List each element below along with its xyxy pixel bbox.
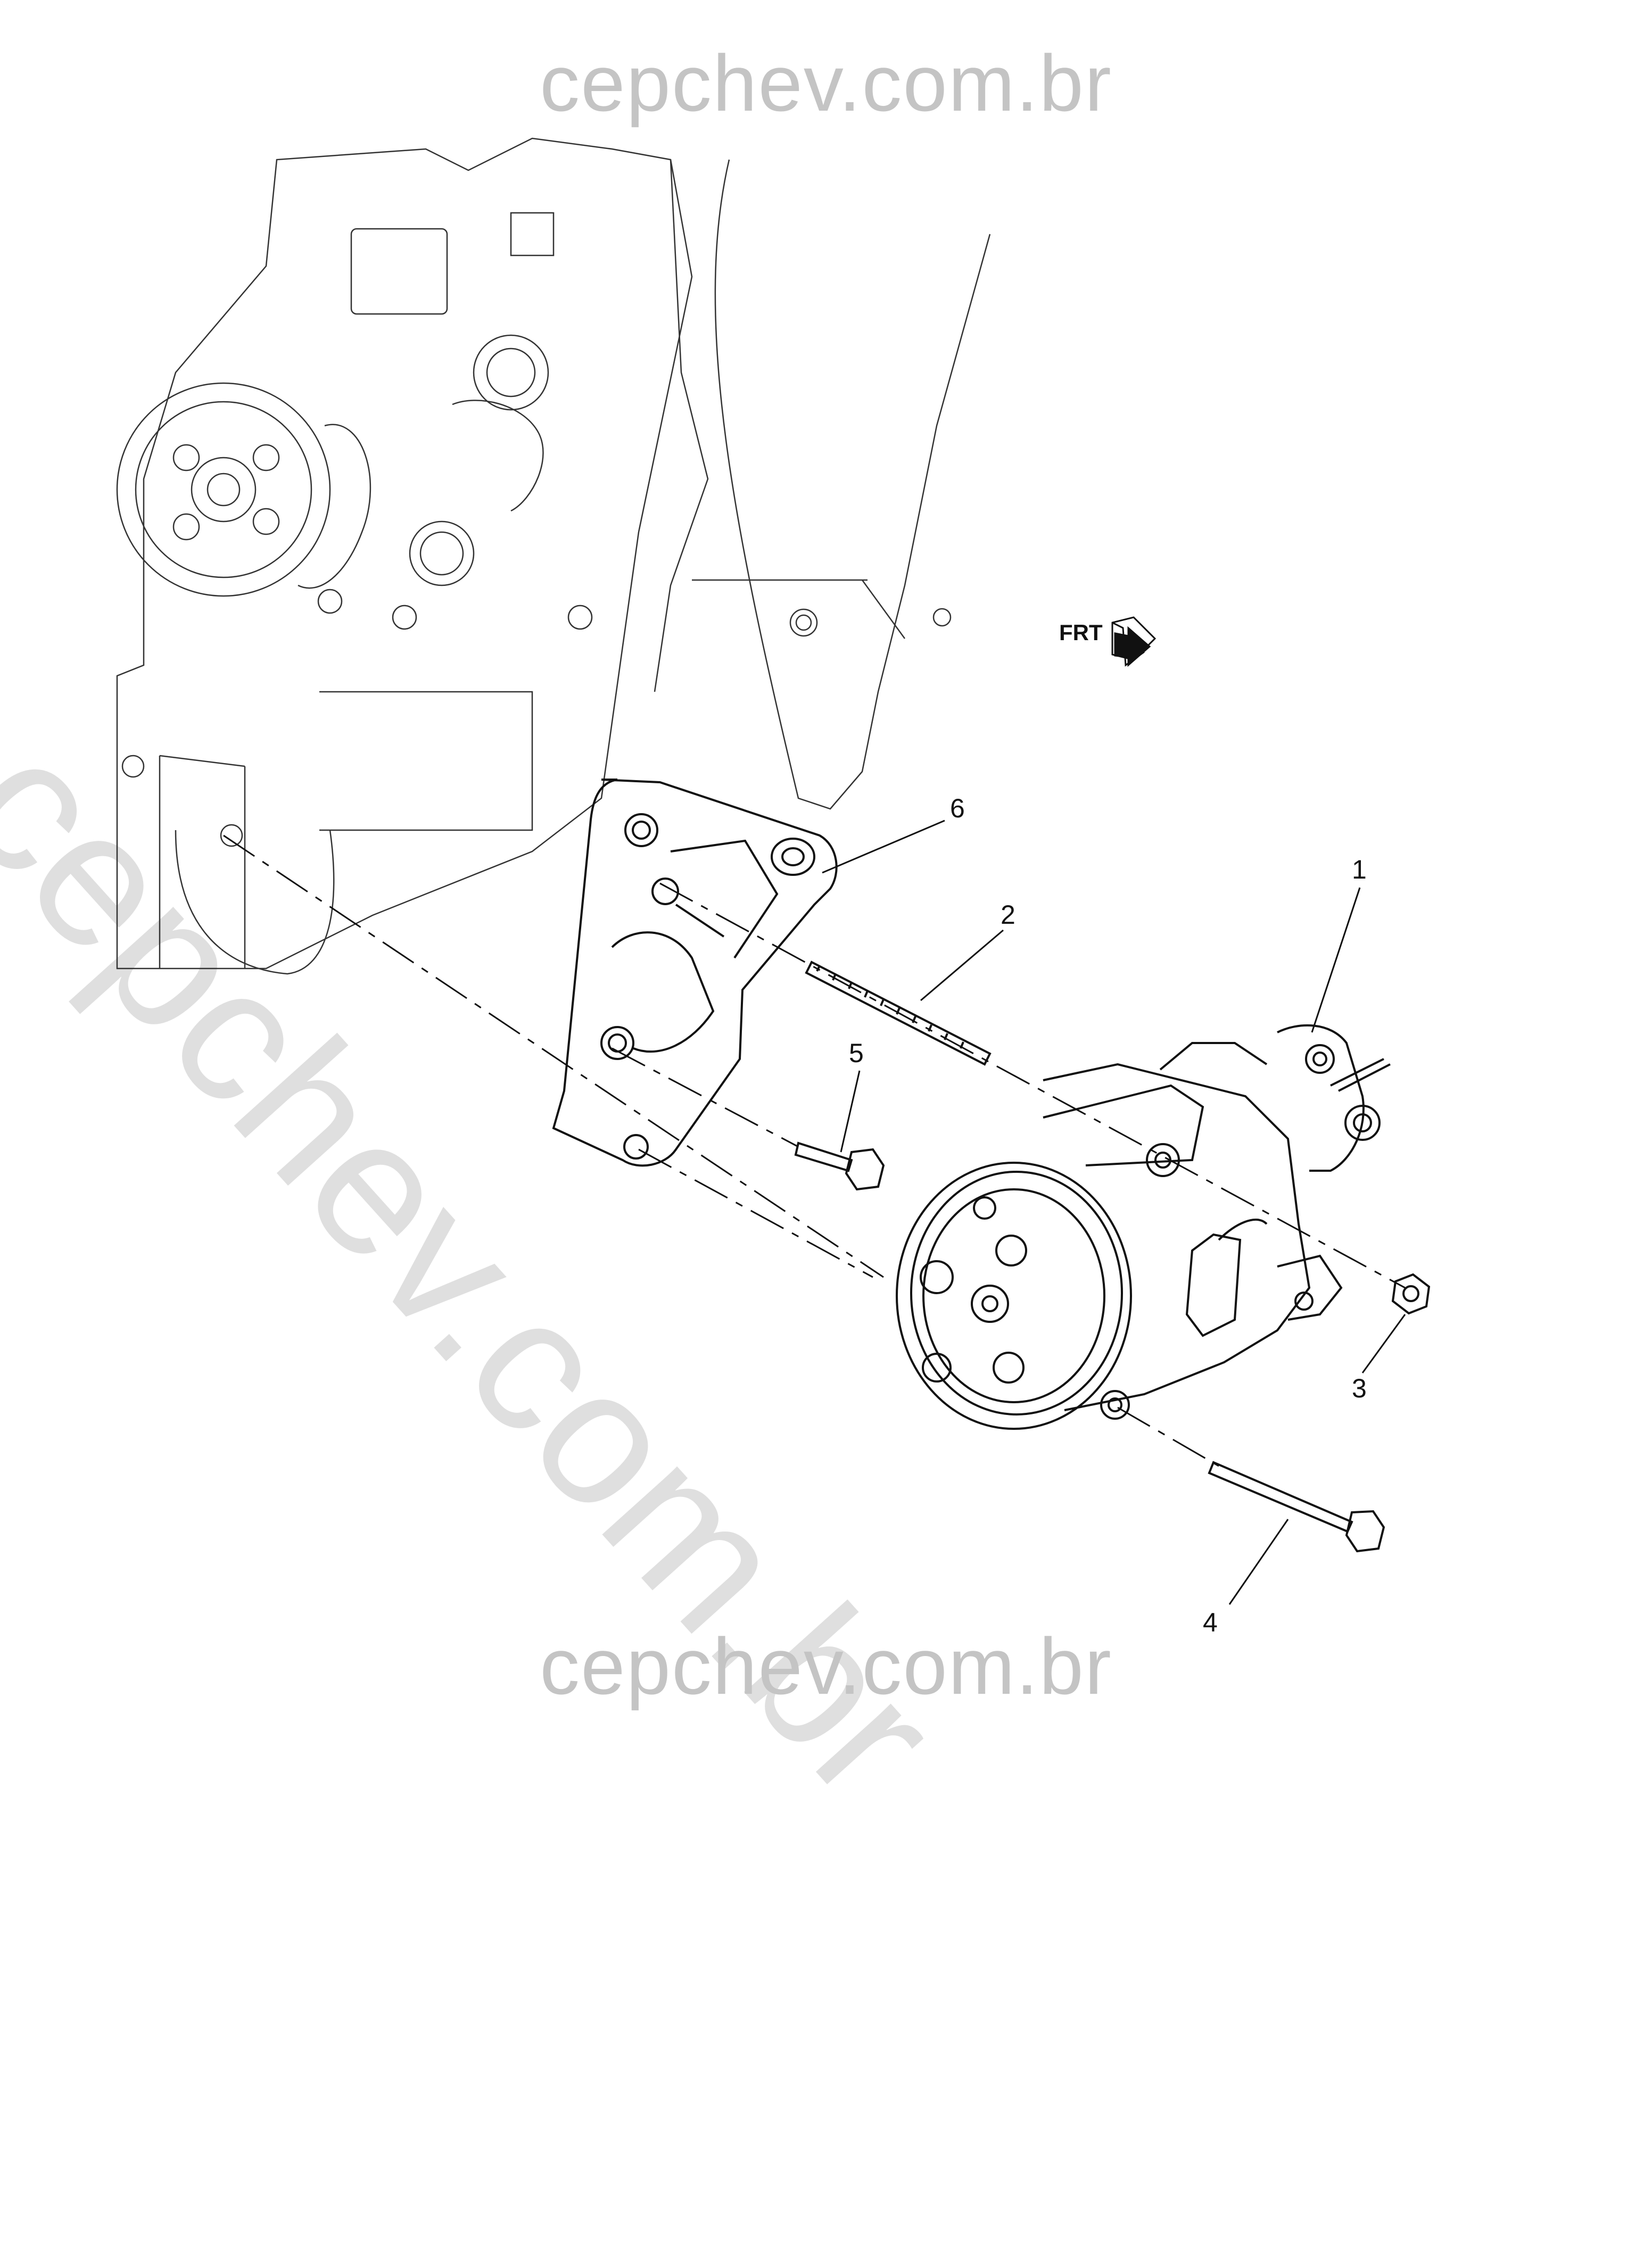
bolt-part-4 [1208,1461,1385,1553]
engine-block [116,137,991,975]
exploded-view-drawing [116,137,1431,1605]
watermark-bottom: cepchev.com.br [540,1621,1112,1711]
callout-1: 1 [1352,855,1367,884]
front-arrow-icon [1111,616,1157,667]
ac-compressor [896,1024,1391,1430]
watermark-top: cepchev.com.br [540,38,1112,128]
callout-4: 4 [1203,1608,1218,1637]
front-indicator-label: FRT [1059,620,1103,645]
callout-3: 3 [1352,1373,1367,1403]
assembly-centerlines [223,834,1406,1467]
callout-6: 6 [950,793,965,823]
callout-5: 5 [849,1038,864,1068]
nut-part-3 [1391,1273,1431,1315]
bolt-part-5 [794,1141,885,1191]
callout-leaders [822,820,1406,1605]
compressor-bracket [552,779,838,1167]
callout-2: 2 [1001,900,1015,930]
